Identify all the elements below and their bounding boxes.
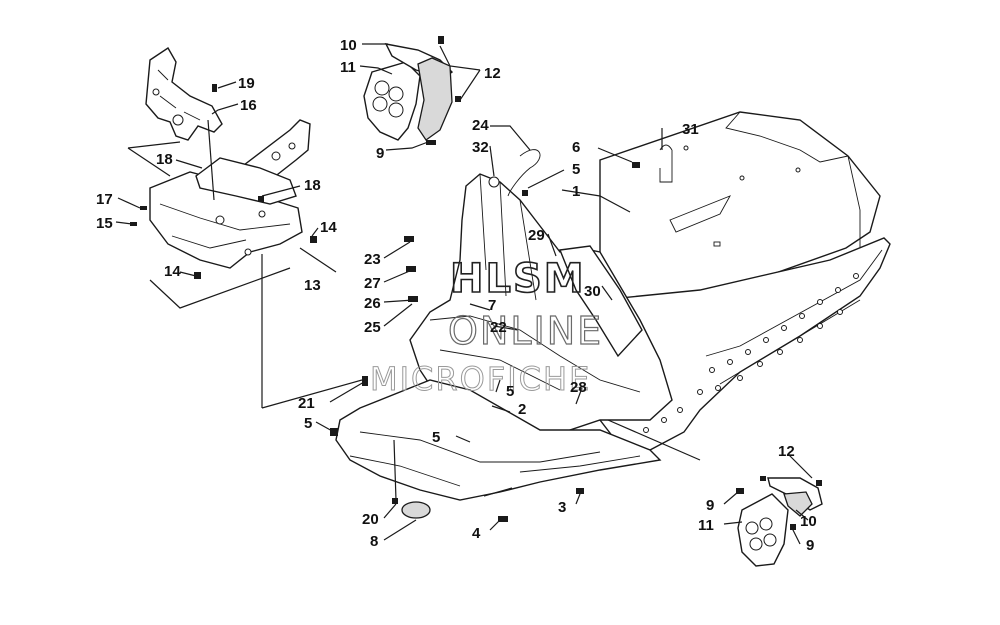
chassis-frame xyxy=(330,111,891,522)
running-board-holes xyxy=(643,273,859,433)
callout-5-c: 5 xyxy=(506,383,514,400)
watermark-line-1: HLSM xyxy=(450,256,586,302)
steering-bracket-assembly xyxy=(127,47,337,309)
callout-5-b: 5 xyxy=(304,415,312,432)
callout-4: 4 xyxy=(472,525,481,542)
callout-11-b: 11 xyxy=(698,517,714,534)
callout-15: 15 xyxy=(96,215,113,232)
skid-plate-lower xyxy=(736,476,823,567)
watermark-line-3: MICROFICHE xyxy=(370,360,591,398)
skid-plate-upper xyxy=(363,36,461,145)
leader-lines xyxy=(115,43,813,545)
callout-12: 12 xyxy=(484,65,501,82)
callout-24: 24 xyxy=(472,117,489,134)
callout-25: 25 xyxy=(364,319,381,336)
callout-14: 14 xyxy=(320,219,337,236)
callout-5-d: 5 xyxy=(432,429,440,446)
callout-19: 19 xyxy=(238,75,255,92)
callout-23: 23 xyxy=(364,251,381,268)
callout-2: 2 xyxy=(518,401,526,418)
callout-18: 18 xyxy=(156,151,173,168)
callout-32: 32 xyxy=(472,139,489,156)
callout-9-c: 9 xyxy=(806,537,814,554)
callout-9-b: 9 xyxy=(706,497,714,514)
callout-30: 30 xyxy=(584,283,601,300)
callout-20: 20 xyxy=(362,511,379,528)
callout-14-b: 14 xyxy=(164,263,181,280)
watermark: HLSM ONLINE MICROFICHE xyxy=(370,255,603,398)
callout-16: 16 xyxy=(240,97,257,114)
callout-8: 8 xyxy=(370,533,378,550)
callout-31: 31 xyxy=(682,121,699,138)
callout-5: 5 xyxy=(572,161,580,178)
callout-27: 27 xyxy=(364,275,381,292)
callout-1: 1 xyxy=(572,183,580,200)
callout-labels: 10 11 12 9 19 16 18 18 17 15 14 14 13 24… xyxy=(96,37,817,554)
callout-10: 10 xyxy=(340,37,357,54)
callout-6: 6 xyxy=(572,139,580,156)
callout-18-b: 18 xyxy=(304,177,321,194)
callout-28: 28 xyxy=(570,379,587,396)
callout-10-b: 10 xyxy=(800,513,817,530)
callout-13: 13 xyxy=(304,277,321,294)
callout-21: 21 xyxy=(298,395,315,412)
watermark-line-2: ONLINE xyxy=(448,309,603,353)
callout-12-b: 12 xyxy=(778,443,795,460)
callout-29: 29 xyxy=(528,227,545,244)
callout-3: 3 xyxy=(558,499,566,516)
callout-26: 26 xyxy=(364,295,381,312)
callout-7: 7 xyxy=(488,297,496,314)
callout-22: 22 xyxy=(490,319,507,336)
callout-9: 9 xyxy=(376,145,384,162)
callout-17: 17 xyxy=(96,191,113,208)
callout-11: 11 xyxy=(340,59,356,76)
